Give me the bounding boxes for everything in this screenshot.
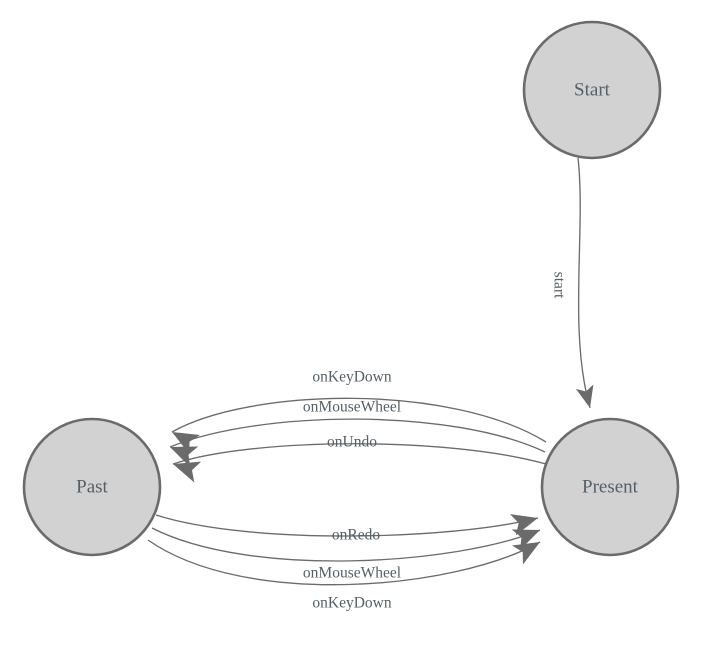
node-present-circle[interactable] [540, 417, 680, 557]
edge-present-past-onkeydown-arrowhead [172, 432, 201, 455]
edge-present-past-onmousewheel[interactable]: onMouseWheel [166, 399, 546, 467]
edge-present-past-onkeydown-path[interactable] [171, 397, 547, 443]
node-start-label: Start [574, 79, 611, 100]
edge-start-path[interactable] [577, 157, 591, 409]
edge-past-present-onmousewheel-arrowhead [511, 529, 540, 550]
edge-past-present-onredo[interactable]: onRedo [155, 507, 541, 544]
edge-label-start: start [550, 272, 567, 299]
edge-label-onredo: onRedo [332, 527, 380, 544]
node-past-circle[interactable] [22, 417, 162, 557]
edge-start[interactable]: start [550, 157, 598, 410]
edge-present-past-onkeydown[interactable]: onKeyDown [167, 369, 547, 455]
node-start[interactable]: Start [522, 20, 662, 160]
node-start-circle[interactable] [522, 20, 662, 160]
node-present-label: Present [582, 476, 639, 497]
edge-label-onkeydown-dn: onKeyDown [312, 595, 391, 612]
edge-start-arrowhead [575, 384, 594, 408]
nodes-layer: Start Past Present [22, 20, 680, 557]
edge-label-onmousewheel-up: onMouseWheel [303, 399, 401, 416]
edges-layer: start onKeyDown onMouseWheel onUndo [147, 157, 598, 612]
edge-past-present-onkeydown-arrowhead [511, 542, 540, 565]
edge-present-past-onundo[interactable]: onUndo [170, 434, 547, 483]
edge-label-onkeydown-up: onKeyDown [312, 369, 391, 386]
edge-past-present-onkeydown-path[interactable] [147, 539, 541, 586]
edge-past-present-onredo-path[interactable] [155, 514, 539, 537]
edge-label-onmousewheel-dn: onMouseWheel [303, 565, 401, 582]
edge-present-past-onmousewheel-path[interactable] [169, 418, 546, 453]
edge-past-present-onmousewheel[interactable]: onMouseWheel [151, 520, 544, 582]
edge-present-past-onundo-arrowhead [173, 461, 202, 483]
edge-present-past-onmousewheel-arrowhead [170, 446, 199, 467]
node-past-label: Past [76, 476, 108, 497]
edge-past-present-onkeydown[interactable]: onKeyDown [147, 532, 546, 612]
edge-past-present-onmousewheel-path[interactable] [151, 527, 541, 562]
edge-present-past-onundo-path[interactable] [172, 443, 547, 465]
edge-label-onundo: onUndo [327, 434, 377, 451]
node-present[interactable]: Present [540, 417, 680, 557]
node-past[interactable]: Past [22, 417, 162, 557]
